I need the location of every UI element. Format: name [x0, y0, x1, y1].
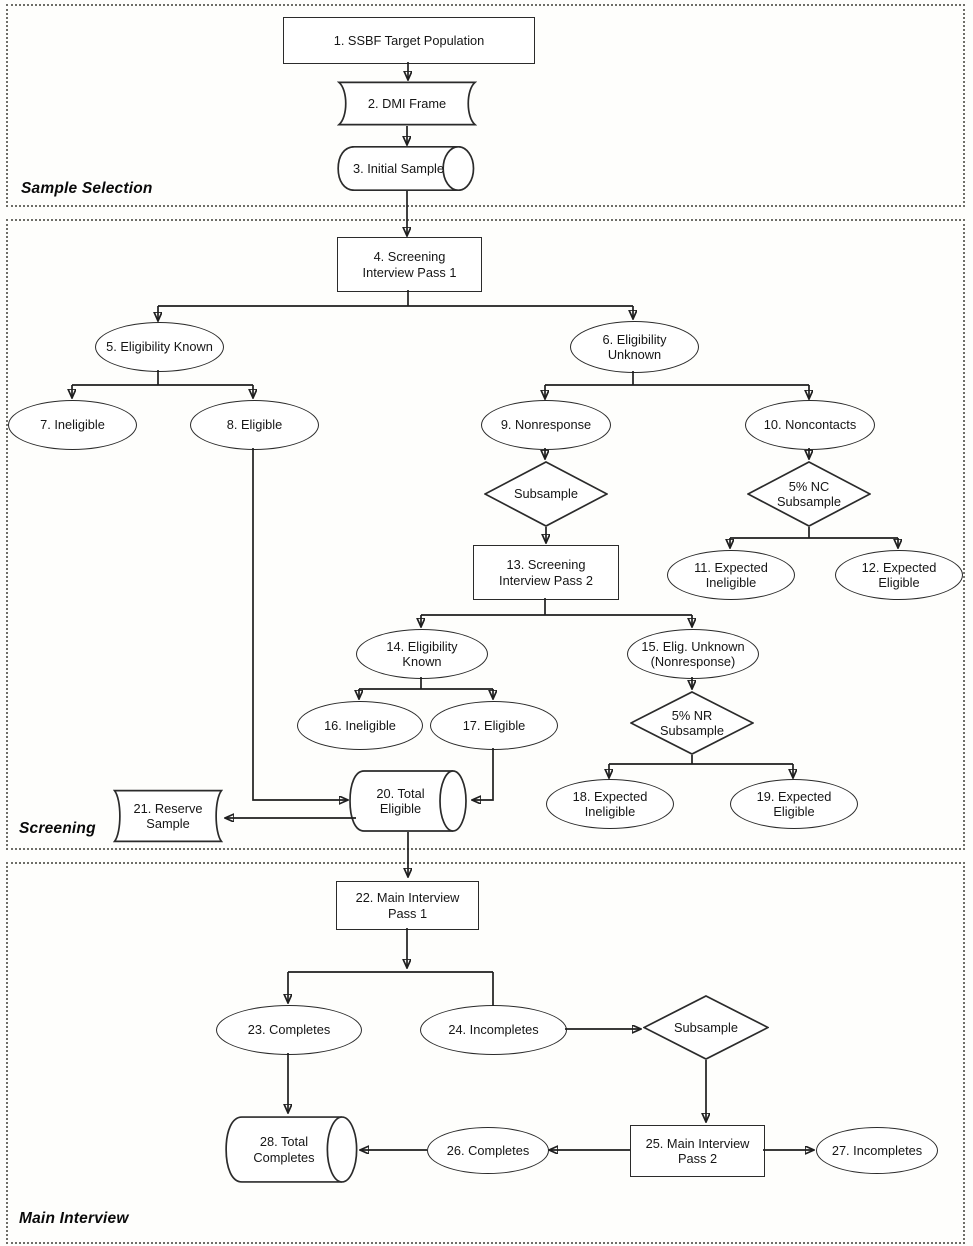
node-dmi-frame: 2. DMI Frame: [337, 81, 477, 126]
node-label: 22. Main Interview Pass 1: [355, 890, 460, 921]
node-initial-sample: 3. Initial Sample: [337, 146, 477, 191]
node-expected-eligible-nc: 12. Expected Eligible: [835, 550, 963, 600]
node-label: 24. Incompletes: [448, 1022, 539, 1038]
node-expected-ineligible-nr: 18. Expected Ineligible: [546, 779, 674, 829]
node-label: 21. Reserve Sample: [133, 800, 203, 831]
node-label: 8. Eligible: [226, 417, 283, 433]
node-main-interview-pass-1: 22. Main Interview Pass 1: [336, 881, 479, 930]
node-label: 5% NC Subsample: [776, 478, 842, 509]
node-label: 2. DMI Frame: [367, 95, 447, 111]
node-incompletes-pass1: 24. Incompletes: [420, 1005, 567, 1055]
node-reserve-sample: 21. Reserve Sample: [113, 789, 223, 843]
node-label: 1. SSBF Target Population: [333, 32, 485, 48]
node-expected-eligible-nr: 19. Expected Eligible: [730, 779, 858, 829]
node-label: 19. Expected Eligible: [756, 788, 832, 819]
node-eligibility-unknown: 6. Eligibility Unknown: [570, 321, 699, 373]
node-label: 15. Elig. Unknown (Nonresponse): [641, 638, 745, 669]
node-completes-pass2: 26. Completes: [427, 1127, 549, 1174]
node-label: 27. Incompletes: [831, 1142, 923, 1158]
node-label: 12. Expected Eligible: [861, 559, 937, 590]
node-noncontacts: 10. Noncontacts: [745, 400, 875, 450]
node-label: 26. Completes: [446, 1142, 530, 1158]
node-5pct-nc-subsample-decision: 5% NC Subsample: [747, 461, 871, 527]
node-label: Subsample: [673, 1019, 739, 1035]
node-subsample-decision-main: Subsample: [643, 995, 769, 1060]
node-incompletes-pass2: 27. Incompletes: [816, 1127, 938, 1174]
cylinder-shape: [225, 1116, 360, 1183]
node-elig-unknown-nonresponse: 15. Elig. Unknown (Nonresponse): [627, 629, 759, 679]
node-label: 6. Eligibility Unknown: [602, 331, 667, 362]
node-subsample-decision-screening: Subsample: [484, 461, 608, 527]
section-screening: [6, 219, 965, 850]
node-total-completes: 28. Total Completes: [225, 1116, 360, 1183]
node-label: 11. Expected Ineligible: [694, 559, 768, 590]
node-expected-ineligible-nc: 11. Expected Ineligible: [667, 550, 795, 600]
stored-data-shape: [337, 81, 477, 126]
section-label-screening: Screening: [19, 820, 96, 837]
node-total-eligible: 20. Total Eligible: [349, 770, 469, 832]
node-label: 14. Eligibility Known: [386, 638, 458, 669]
node-label: 13. Screening Interview Pass 2: [499, 557, 593, 588]
node-label: 4. Screening Interview Pass 1: [362, 249, 457, 280]
node-eligible-pass2: 17. Eligible: [430, 701, 558, 750]
node-label: 25. Main Interview Pass 2: [645, 1135, 750, 1166]
section-sample-selection: [6, 4, 965, 207]
diamond-shape: [643, 995, 769, 1060]
cylinder-shape: [337, 146, 477, 191]
node-eligibility-known-pass2: 14. Eligibility Known: [356, 629, 488, 679]
node-screening-interview-pass-2: 13. Screening Interview Pass 2: [473, 545, 619, 600]
node-label: 18. Expected Ineligible: [572, 788, 648, 819]
node-label: 7. Ineligible: [40, 417, 105, 433]
node-ineligible-pass1: 7. Ineligible: [8, 400, 137, 450]
node-completes-pass1: 23. Completes: [216, 1005, 362, 1055]
node-label: 17. Eligible: [462, 717, 526, 733]
node-nonresponse: 9. Nonresponse: [481, 400, 611, 450]
node-ssbf-target-population: 1. SSBF Target Population: [283, 17, 535, 64]
node-label: 5. Eligibility Known: [106, 339, 213, 355]
node-label: 28. Total Completes: [253, 1134, 315, 1165]
node-eligible-pass1: 8. Eligible: [190, 400, 319, 450]
section-label-main-interview: Main Interview: [19, 1210, 129, 1227]
node-screening-interview-pass-1: 4. Screening Interview Pass 1: [337, 237, 482, 292]
node-main-interview-pass-2: 25. Main Interview Pass 2: [630, 1125, 765, 1177]
node-label: 5% NR Subsample: [659, 707, 725, 738]
node-label: 23. Completes: [247, 1022, 331, 1038]
node-ineligible-pass2: 16. Ineligible: [297, 701, 423, 750]
node-5pct-nr-subsample-decision: 5% NR Subsample: [630, 691, 754, 755]
node-eligibility-known-pass1: 5. Eligibility Known: [95, 322, 224, 372]
node-label: 3. Initial Sample: [352, 160, 445, 176]
node-label: 20. Total Eligible: [376, 785, 425, 816]
node-label: 9. Nonresponse: [500, 417, 592, 433]
section-label-sample-selection: Sample Selection: [21, 180, 153, 197]
node-label: 16. Ineligible: [324, 717, 396, 733]
node-label: Subsample: [513, 486, 579, 502]
node-label: 10. Noncontacts: [763, 417, 857, 433]
